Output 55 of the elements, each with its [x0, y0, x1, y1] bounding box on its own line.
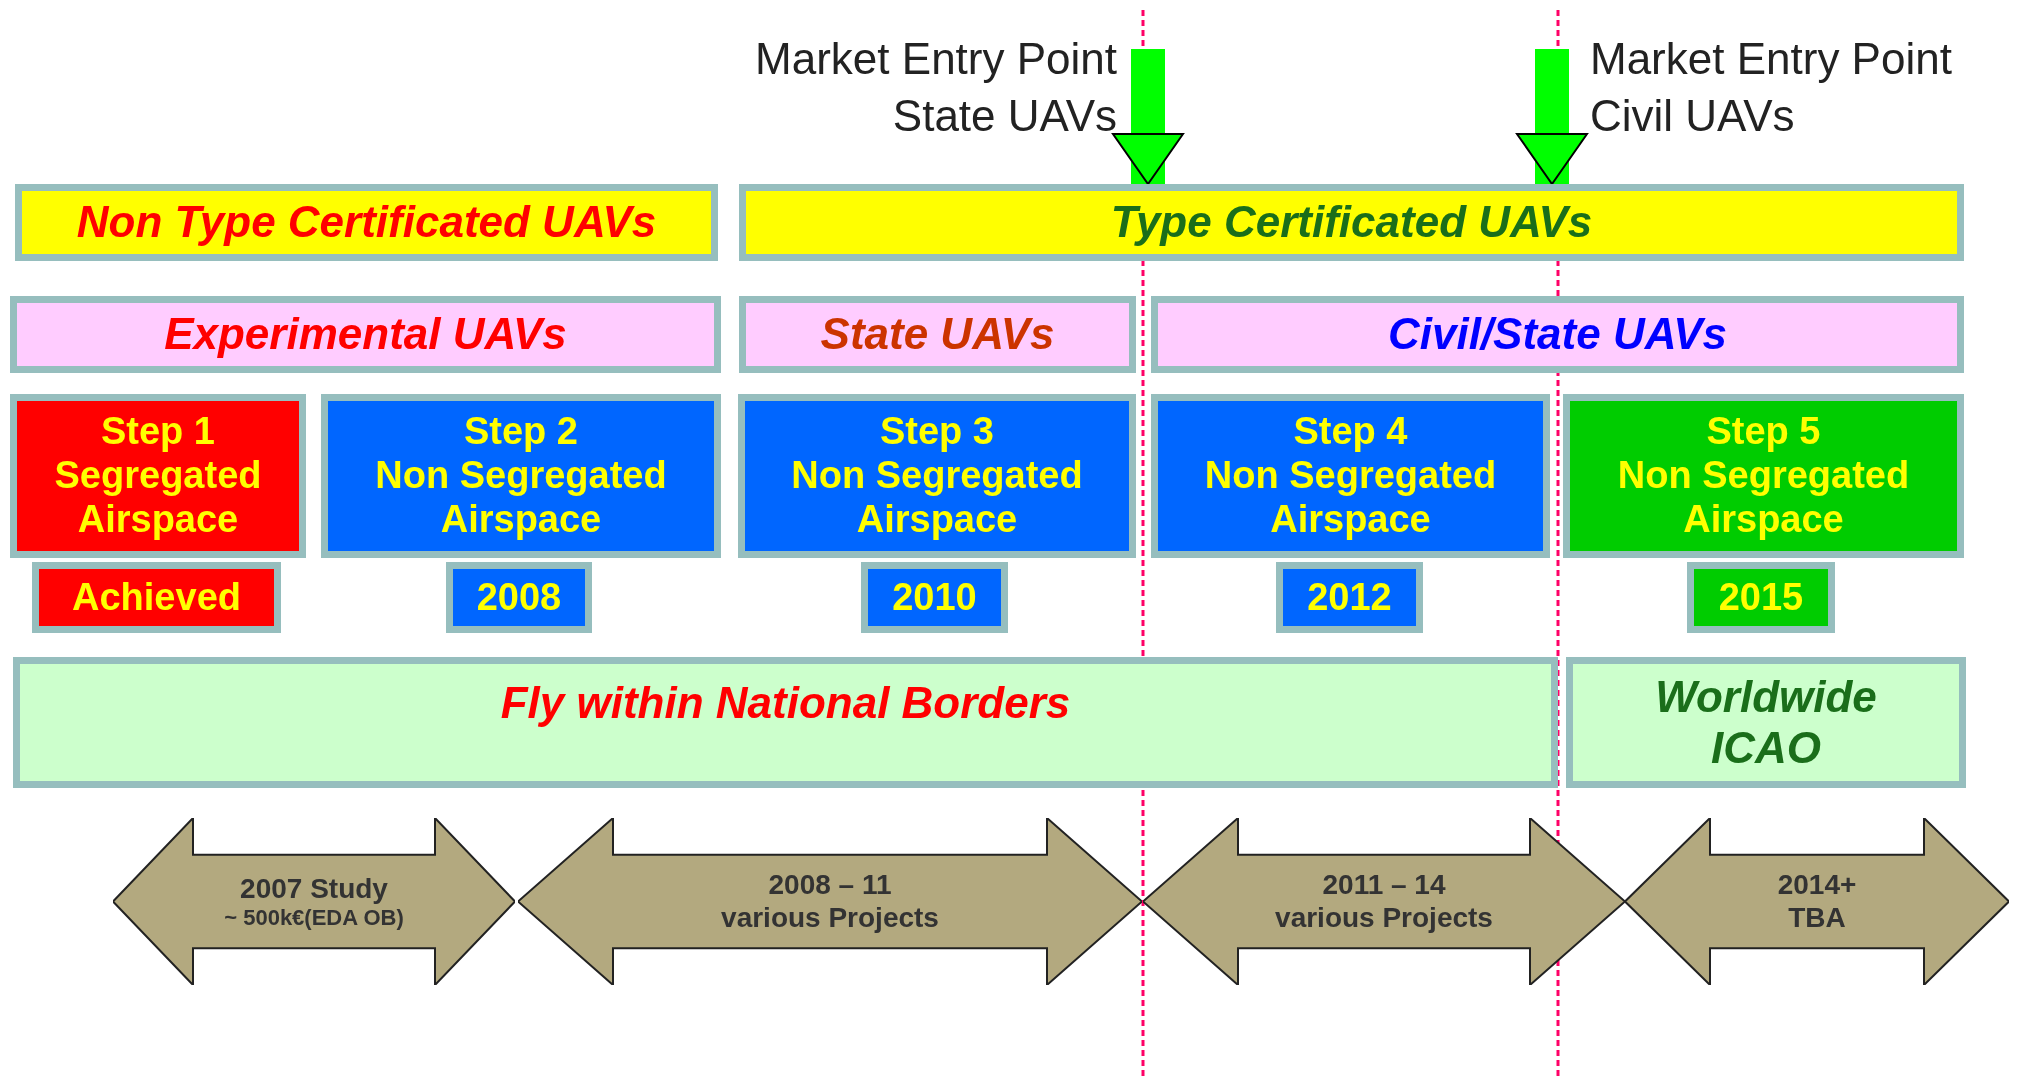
label-text: 2011 – 14 [1322, 869, 1446, 902]
category-bar [15, 184, 718, 261]
year-box [1276, 562, 1423, 633]
annotation-text: Market Entry Point State UAVs [754, 33, 1117, 143]
year-text: 2015 [1718, 575, 1804, 620]
step-title: Step 1 [99, 410, 216, 455]
annotation-text: Market Entry Point Civil UAVs [1590, 33, 1953, 143]
category-bar [739, 184, 1964, 261]
category-bar [739, 296, 1136, 373]
label-text: 2007 Study [240, 872, 388, 905]
step-box [10, 394, 306, 558]
label-text: 2014+ [1777, 869, 1857, 902]
step-title: Step 4 [1292, 410, 1409, 455]
category-bar [10, 296, 721, 373]
phase-block [518, 818, 1142, 985]
step-box [1151, 394, 1550, 558]
label-text: various Projects [1275, 901, 1493, 934]
year-box [861, 562, 1008, 633]
step-description: Non Segregated Airspace [1616, 454, 1911, 542]
label-text: Fly within National Borders [500, 678, 1071, 729]
label-text: State UAVs [820, 309, 1055, 360]
step-title: Step 3 [878, 410, 995, 455]
label-text: various Projects [721, 901, 939, 934]
year-text: 2012 [1307, 575, 1392, 620]
step-description: Non Segregated Airspace [374, 454, 668, 542]
phase-block [1625, 818, 2009, 985]
label-text: Type Certificated UAVs [1110, 197, 1593, 248]
year-box [446, 562, 592, 633]
step-title: Step 2 [462, 410, 579, 455]
year-text: 2010 [892, 575, 977, 620]
arrow [1516, 49, 1588, 185]
label-text: Civil/State UAVs [1387, 309, 1728, 360]
label-text: 2008 – 11 [768, 869, 892, 902]
arrow [1112, 49, 1184, 185]
label-text: TBA [1788, 901, 1846, 934]
step-description: Segregated Airspace [53, 454, 263, 542]
year-text: 2008 [476, 575, 562, 620]
category-bar [1151, 296, 1964, 373]
step-box [321, 394, 721, 558]
status-box [32, 562, 281, 633]
step-description: Non Segregated Airspace [790, 454, 1084, 542]
step-box [738, 394, 1136, 558]
label-text: Experimental UAVs [164, 309, 567, 360]
step-description: Non Segregated Airspace [1203, 454, 1498, 542]
label-text: Worldwide ICAO [1654, 671, 1878, 774]
label-text: ~ 500k€(EDA OB) [224, 904, 404, 931]
phase-block [1143, 818, 1625, 985]
region-band [1566, 657, 1966, 788]
year-text: Achieved [72, 575, 241, 620]
step-box [1563, 394, 1964, 558]
label-text: Non Type Certificated UAVs [76, 197, 657, 248]
step-title: Step 5 [1705, 410, 1822, 455]
region-band [13, 657, 1558, 788]
year-box [1687, 562, 1835, 633]
phase-block [113, 818, 515, 985]
